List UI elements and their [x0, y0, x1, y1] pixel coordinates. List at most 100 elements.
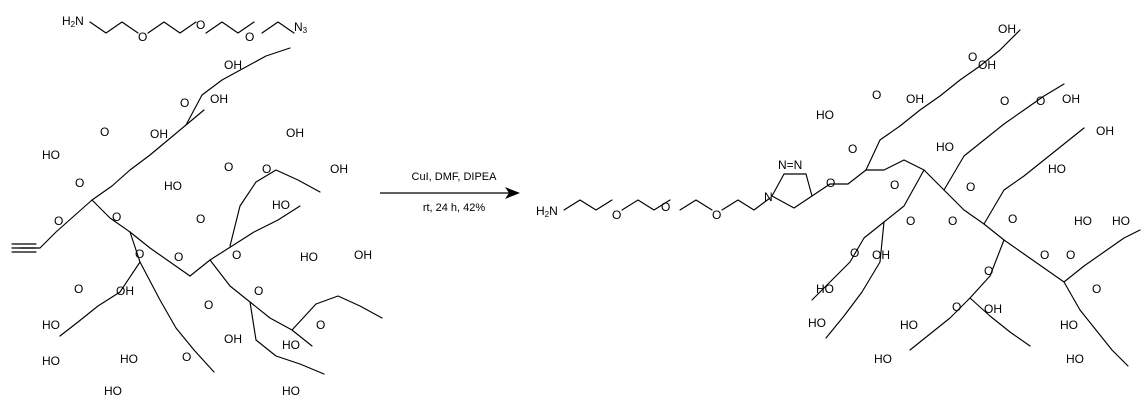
product-branch-d: [983, 127, 1085, 225]
right-ho-2: HO: [936, 140, 954, 154]
right-ether-14: O: [1066, 248, 1075, 262]
product-branch-g: [1023, 229, 1141, 283]
product-peg-chain-2: [621, 199, 671, 211]
product-ether-3: O: [712, 208, 721, 222]
product-ether-1: O: [612, 208, 621, 222]
right-ho-6: HO: [816, 282, 834, 296]
left-oh-5: OH: [330, 162, 348, 176]
triazole-nn: N=N: [778, 158, 802, 172]
product-peg-chain: [563, 199, 613, 211]
right-ether-6: O: [826, 176, 835, 190]
left-ether-1: O: [180, 96, 189, 110]
triazole-n-1: N: [764, 190, 773, 204]
reagent-ether-1: O: [138, 30, 147, 44]
right-ether-4: O: [1036, 94, 1045, 108]
right-oh-6: OH: [872, 248, 890, 262]
product-branch-a: [865, 29, 1021, 171]
left-ether-4: O: [54, 214, 63, 228]
left-ho-1: HO: [42, 148, 60, 162]
dendron-left-branch-i: [139, 261, 215, 373]
left-ether-16: O: [182, 350, 191, 364]
left-ether-5: O: [112, 210, 121, 224]
right-ether-2: O: [872, 88, 881, 102]
reagent-peg-chain: [89, 21, 139, 34]
reagent-ether-2: O: [196, 18, 205, 32]
right-ether-8: O: [966, 180, 975, 194]
dendron-left-backbone: [19, 109, 205, 249]
left-ho-5: HO: [42, 318, 60, 332]
right-ho-4: HO: [1074, 214, 1092, 228]
left-ether-3: O: [75, 176, 84, 190]
reagent-peg-chain-2: [147, 21, 197, 34]
left-ether-11: O: [232, 248, 241, 262]
left-oh-8: OH: [224, 332, 242, 346]
product-molecule: H2N O O O N N=N OH OH HO OH: [536, 22, 1141, 367]
left-ether-6: O: [224, 160, 233, 174]
dendron-left-branch-f: [229, 169, 321, 247]
right-ho-10: HO: [1060, 318, 1078, 332]
right-ether-16: O: [1092, 282, 1101, 296]
product-branch-j: [969, 297, 1031, 347]
left-oh-1: OH: [224, 58, 242, 72]
reagent-peg-chain-3: [205, 21, 255, 34]
product-peg-chain-3: [679, 199, 713, 211]
left-ether-12: O: [74, 282, 83, 296]
triazole-ring: [771, 173, 813, 209]
right-ether-12: O: [850, 246, 859, 260]
left-ho-8: HO: [104, 384, 122, 398]
reagent-azide-label: N3: [294, 20, 308, 35]
right-ether-7: O: [890, 178, 899, 192]
right-ho-7: HO: [808, 316, 826, 330]
right-ether-5: O: [848, 142, 857, 156]
product-branch-h: [1063, 281, 1129, 367]
product-branch-e: [811, 169, 925, 301]
right-ho-8: HO: [900, 318, 918, 332]
reagent-amine-peg-azide: H2N O O O N3: [62, 14, 308, 44]
right-oh-5: OH: [1096, 124, 1114, 138]
product-linker: [811, 159, 905, 197]
left-ho-9: HO: [282, 338, 300, 352]
dendron-left-branch-g: [249, 301, 325, 375]
right-ether-11: O: [1008, 212, 1017, 226]
left-ho-10: HO: [282, 384, 300, 398]
dendron-left-branch-h: [291, 295, 383, 331]
arrow-head: [505, 187, 520, 199]
left-ether-9: O: [135, 247, 144, 261]
left-ether-7: O: [262, 162, 271, 176]
left-ho-4: HO: [300, 250, 318, 264]
left-ether-13: O: [254, 284, 263, 298]
right-oh-4: OH: [1062, 92, 1080, 106]
left-ether-2: O: [100, 125, 109, 139]
reagent-ether-3: O: [245, 30, 254, 44]
left-ho-6: HO: [42, 354, 60, 368]
starting-dendron: OH OH OH HO OH HO OH HO OH HO OH HO HO O…: [11, 47, 383, 398]
right-ho-5: HO: [1112, 214, 1130, 228]
right-oh-2: OH: [978, 58, 996, 72]
left-ho-2: HO: [164, 179, 182, 193]
left-ether-14: O: [204, 298, 213, 312]
left-ether-15: O: [316, 318, 325, 332]
left-ho-3: HO: [272, 198, 290, 212]
reagent-amine-label: H2N: [62, 14, 84, 29]
conditions-bottom: rt, 24 h, 42%: [423, 202, 486, 214]
right-ether-10: O: [948, 214, 957, 228]
dendron-left-branch-b: [59, 231, 141, 337]
right-ho-3: HO: [1048, 162, 1066, 176]
right-oh-1: OH: [998, 22, 1016, 36]
right-oh-7: OH: [984, 302, 1002, 316]
dendron-left-branch-d: [209, 259, 313, 347]
right-ether-3: O: [1000, 94, 1009, 108]
left-oh-2: OH: [210, 92, 228, 106]
product-branch-f: [909, 239, 1005, 351]
right-ether-13: O: [1040, 248, 1049, 262]
reagent-peg-chain-4: [261, 21, 295, 34]
left-ether-8: O: [196, 212, 205, 226]
left-oh-7: OH: [354, 248, 372, 262]
product-branch-c: [943, 83, 1065, 191]
right-ho-1: HO: [816, 108, 834, 122]
left-ether-10: O: [174, 250, 183, 264]
right-ether-17: O: [952, 300, 961, 314]
right-oh-3: OH: [906, 92, 924, 106]
